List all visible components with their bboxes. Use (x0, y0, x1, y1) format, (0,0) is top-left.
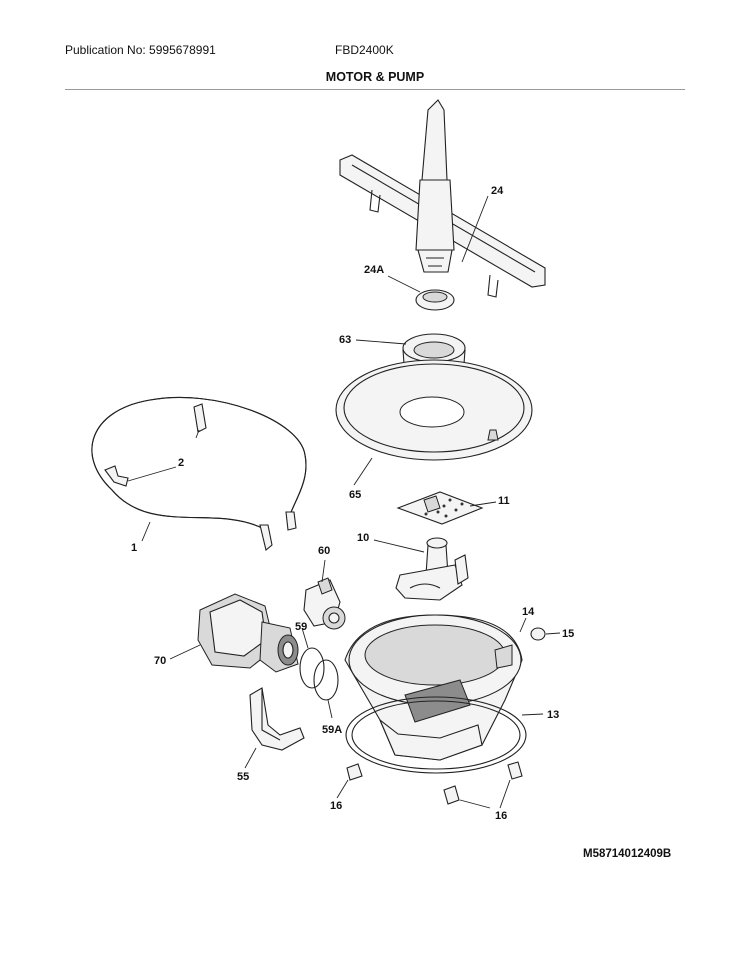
part-2-heater-clip[interactable] (104, 403, 207, 487)
callout-63: 63 (339, 334, 351, 346)
callout-16-left: 16 (330, 800, 342, 812)
part-24a-ring[interactable] (415, 289, 455, 311)
part-10-pump-housing[interactable] (395, 537, 469, 601)
callout-11: 11 (498, 495, 510, 507)
part-65-filter-plate[interactable] (335, 359, 533, 461)
callout-59a: 59A (322, 724, 342, 736)
diagram-reference-code: M58714012409B (583, 848, 672, 860)
callout-2: 2 (178, 457, 184, 469)
publication-number: Publication No: 5995678991 (65, 43, 216, 57)
callout-70: 70 (154, 655, 166, 667)
callout-14: 14 (522, 606, 535, 618)
callout-1: 1 (131, 542, 137, 554)
part-59-o-ring[interactable] (299, 647, 325, 689)
callout-65: 65 (349, 489, 361, 501)
part-14-sump[interactable] (344, 614, 523, 761)
part-16-foot-left[interactable] (346, 763, 363, 781)
part-70-motor[interactable] (197, 593, 299, 673)
callout-24: 24 (491, 185, 504, 197)
header-divider (65, 89, 685, 90)
callout-15: 15 (562, 628, 574, 640)
section-title: MOTOR & PUMP (325, 70, 425, 84)
callout-60: 60 (318, 545, 330, 557)
part-13-gasket[interactable] (345, 696, 527, 774)
callout-16-right: 16 (495, 810, 507, 822)
part-55-bracket[interactable] (249, 687, 305, 751)
leader-lines (127, 195, 561, 809)
callout-10: 10 (357, 532, 369, 544)
part-24-lower-spray-arm[interactable] (339, 99, 546, 298)
part-16-foot-right[interactable] (507, 761, 523, 780)
callout-24a: 24A (364, 264, 384, 276)
part-15-plug[interactable] (530, 627, 546, 641)
part-11-mesh-grid[interactable] (396, 491, 484, 525)
part-60-drain-pump[interactable] (303, 577, 346, 630)
callout-59: 59 (295, 621, 307, 633)
callout-13: 13 (547, 709, 559, 721)
part-59a-o-ring[interactable] (313, 659, 339, 701)
part-1-heater-element[interactable] (91, 396, 307, 551)
part-16-foot-center[interactable] (443, 785, 460, 805)
callout-55: 55 (237, 771, 249, 783)
model-number: FBD2400K (335, 43, 394, 57)
